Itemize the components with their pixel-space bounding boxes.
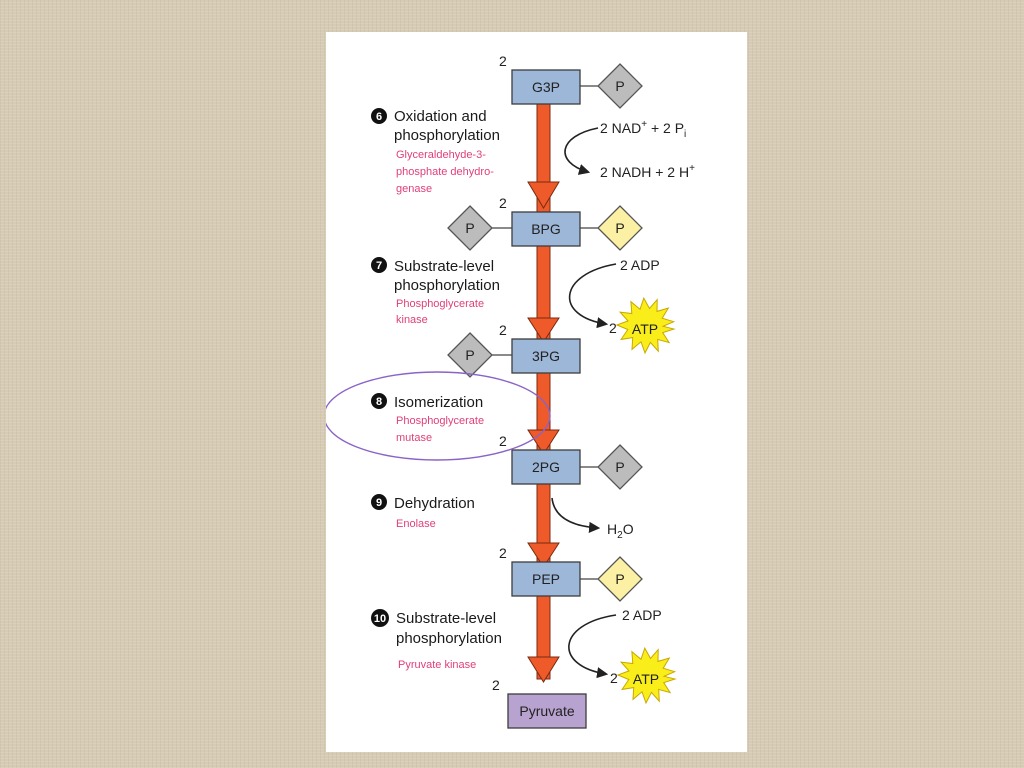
highlight-ellipse	[326, 371, 551, 461]
svg-text:P: P	[465, 347, 474, 363]
step-number: 9	[376, 497, 382, 509]
glycolysis-payoff-diagram: 2 G3P 2 BPG 2 3PG 2 2PG 2 PEP 2 Pyruvate…	[326, 53, 695, 729]
step-title: phosphorylation	[396, 630, 502, 647]
pathway-arrow	[527, 103, 560, 683]
step-number-badge	[371, 393, 387, 409]
svg-text:P: P	[465, 220, 474, 236]
molecule-label: G3P	[532, 79, 560, 95]
molecule-3pg: 2 3PG	[499, 322, 581, 374]
atp-label: ATP	[633, 671, 659, 687]
step-title: Dehydration	[394, 495, 475, 512]
molecule-g3p: 2 G3P	[499, 53, 581, 105]
step-title: phosphorylation	[394, 127, 500, 144]
adp-input: 2 ADP	[622, 607, 662, 623]
molecule-label: BPG	[531, 221, 561, 237]
side-reaction-nad: 2 NAD+ + 2 Pi 2 NADH + 2 H+	[564, 119, 695, 180]
enzyme-name: Enolase	[396, 518, 436, 530]
molecule-box	[511, 69, 581, 105]
phosphate-2pg: P	[597, 444, 643, 490]
molecule-label: 2PG	[532, 459, 560, 475]
phosphate-g3p: P	[597, 63, 643, 109]
molecule-pep: 2 PEP	[499, 545, 581, 597]
molecule-bpg: 2 BPG	[499, 195, 581, 247]
enzyme-name: kinase	[396, 314, 428, 326]
side-reaction-atp-1: 2 ADP 2 ATP	[568, 257, 676, 355]
molecule-pyruvate: 2 Pyruvate	[492, 677, 587, 729]
water-output: H2O	[607, 521, 634, 541]
enzyme-name: phosphate dehydro-	[396, 166, 494, 178]
enzyme-name: Glyceraldehyde-3-	[396, 149, 486, 161]
svg-text:P: P	[615, 78, 624, 94]
enzyme-name: genase	[396, 183, 432, 195]
coefficient: 2	[499, 195, 507, 211]
svg-text:P: P	[615, 459, 624, 475]
step-number-badge	[371, 609, 389, 627]
molecule-label: 3PG	[532, 348, 560, 364]
step-6: 6 Oxidation and phosphorylation Glyceral…	[371, 108, 500, 195]
curved-arrow	[551, 497, 601, 533]
phosphate-bpg-right: P	[597, 205, 643, 251]
curved-arrow	[568, 263, 617, 329]
molecule-box	[507, 693, 587, 729]
molecule-box	[511, 211, 581, 247]
step-title: phosphorylation	[394, 277, 500, 294]
atp-coefficient: 2	[609, 320, 617, 336]
atp-coefficient: 2	[610, 670, 618, 686]
molecule-label: PEP	[532, 571, 560, 587]
atp-label: ATP	[632, 321, 658, 337]
coefficient: 2	[492, 677, 500, 693]
coefficient: 2	[499, 53, 507, 69]
step-number: 7	[376, 260, 382, 272]
svg-text:P: P	[615, 220, 624, 236]
nadh-output: 2 NADH + 2 H+	[600, 163, 695, 180]
diagram-panel: 2 G3P 2 BPG 2 3PG 2 2PG 2 PEP 2 Pyruvate…	[326, 32, 747, 752]
step-title: Oxidation and	[394, 108, 487, 125]
step-number-badge	[371, 108, 387, 124]
enzyme-name: mutase	[396, 432, 432, 444]
side-reaction-water: H2O	[551, 497, 634, 541]
step-number-badge	[371, 257, 387, 273]
step-number: 6	[376, 111, 382, 123]
enzyme-name: Pyruvate kinase	[398, 659, 476, 671]
step-10: 10 Substrate-level phosphorylation Pyruv…	[371, 609, 502, 671]
step-9: 9 Dehydration Enolase	[371, 494, 475, 530]
coefficient: 2	[499, 433, 507, 449]
phosphate-3pg: P	[447, 332, 493, 378]
curved-arrow	[568, 614, 617, 679]
molecule-box	[511, 338, 581, 374]
step-number: 8	[376, 396, 382, 408]
step-8: 8 Isomerization Phosphoglycerate mutase	[326, 371, 551, 461]
step-title: Isomerization	[394, 394, 483, 411]
coefficient: 2	[499, 545, 507, 561]
molecule-box	[511, 449, 581, 485]
adp-input: 2 ADP	[620, 257, 660, 273]
step-title: Substrate-level	[396, 610, 496, 627]
enzyme-name: Phosphoglycerate	[396, 415, 484, 427]
molecule-2pg: 2 2PG	[499, 433, 581, 485]
step-7: 7 Substrate-level phosphorylation Phosph…	[371, 257, 500, 326]
step-number: 10	[374, 613, 386, 625]
molecule-label: Pyruvate	[519, 703, 574, 719]
svg-text:P: P	[615, 571, 624, 587]
coefficient: 2	[499, 322, 507, 338]
phosphate-pep: P	[597, 556, 643, 602]
molecule-box	[511, 561, 581, 597]
curved-arrow	[564, 127, 599, 175]
step-number-badge	[371, 494, 387, 510]
nad-input: 2 NAD+ + 2 Pi	[600, 119, 686, 140]
side-reaction-atp-2: 2 ADP 2 ATP	[568, 607, 677, 705]
enzyme-name: Phosphoglycerate	[396, 298, 484, 310]
phosphate-bpg-left: P	[447, 205, 493, 251]
atp-starburst	[616, 646, 677, 705]
atp-starburst	[615, 296, 676, 355]
step-title: Substrate-level	[394, 258, 494, 275]
